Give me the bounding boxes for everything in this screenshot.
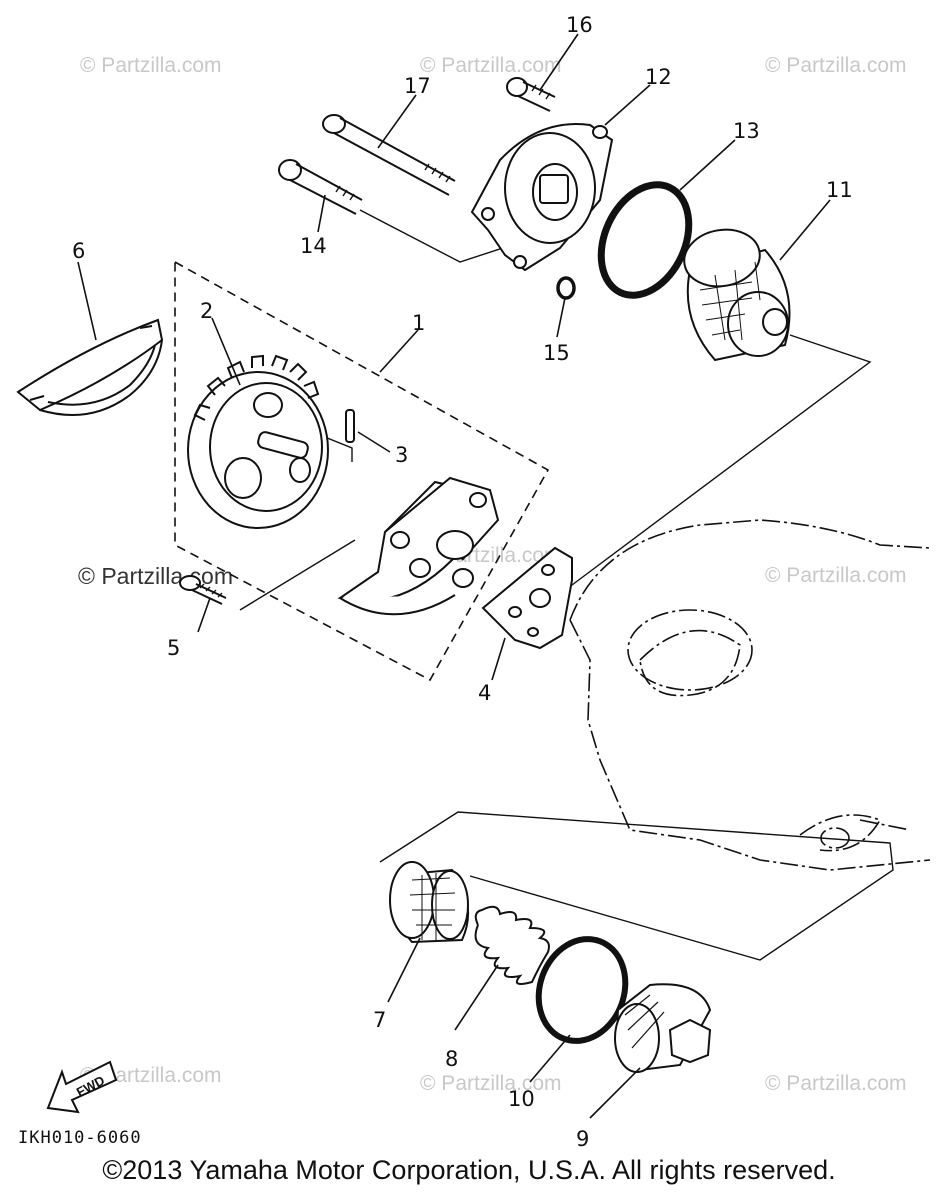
callout-4: 4 — [478, 681, 491, 705]
diagram-code: IKH010-6060 — [18, 1128, 142, 1148]
callout-17: 17 — [404, 74, 431, 98]
oil-strainer — [389, 861, 469, 944]
callout-7: 7 — [373, 1008, 386, 1032]
callout-12: 12 — [645, 65, 672, 89]
large-o-ring — [597, 181, 693, 299]
callout-16: 16 — [566, 13, 593, 37]
callout-10: 10 — [508, 1087, 535, 1111]
callout-11: 11 — [826, 178, 853, 202]
oil-filter-cover — [470, 123, 614, 272]
watermark: © Partzilla.com — [765, 1072, 907, 1095]
drain-plug — [614, 983, 712, 1073]
small-o-ring — [556, 276, 576, 300]
drain-o-ring — [535, 936, 629, 1044]
callout-14: 14 — [300, 234, 327, 258]
crankcase-outline — [569, 519, 931, 871]
pump-drive-gear — [187, 354, 329, 529]
pump-screw — [179, 575, 227, 605]
watermark: © Partzilla.com — [78, 563, 233, 589]
compression-spring — [474, 905, 550, 985]
oil-filter-element — [683, 228, 791, 362]
long-bolt — [322, 114, 456, 196]
watermark: © Partzilla.com — [765, 54, 907, 77]
callout-6: 6 — [72, 239, 85, 263]
watermark: © Partzilla.com — [420, 1072, 562, 1095]
dowel-pin — [345, 409, 355, 443]
oil-pump-assembly-outline — [174, 260, 550, 682]
bearing-shell — [16, 318, 164, 416]
watermark: © Partzilla.com — [420, 54, 562, 77]
copyright-notice: ©2013 Yamaha Motor Corporation, U.S.A. A… — [102, 1155, 836, 1185]
callout-8: 8 — [445, 1047, 458, 1071]
callout-2: 2 — [200, 299, 213, 323]
callout-15: 15 — [543, 341, 570, 365]
callout-13: 13 — [733, 119, 760, 143]
watermark: © Partzilla.com — [765, 564, 907, 587]
callout-3: 3 — [395, 443, 408, 467]
short-bolt — [506, 77, 556, 112]
callout-1: 1 — [412, 311, 425, 335]
callout-labels: 16 12 17 13 11 14 6 2 1 15 3 5 4 7 8 10 … — [72, 13, 853, 1151]
watermark: © Partzilla.com — [80, 54, 222, 77]
pump-gasket — [481, 546, 573, 650]
cover-bolt — [278, 159, 363, 215]
oil-pump-body — [337, 476, 500, 616]
callout-9: 9 — [576, 1127, 589, 1151]
callout-5: 5 — [167, 636, 180, 660]
callout-leaders — [77, 33, 831, 1119]
